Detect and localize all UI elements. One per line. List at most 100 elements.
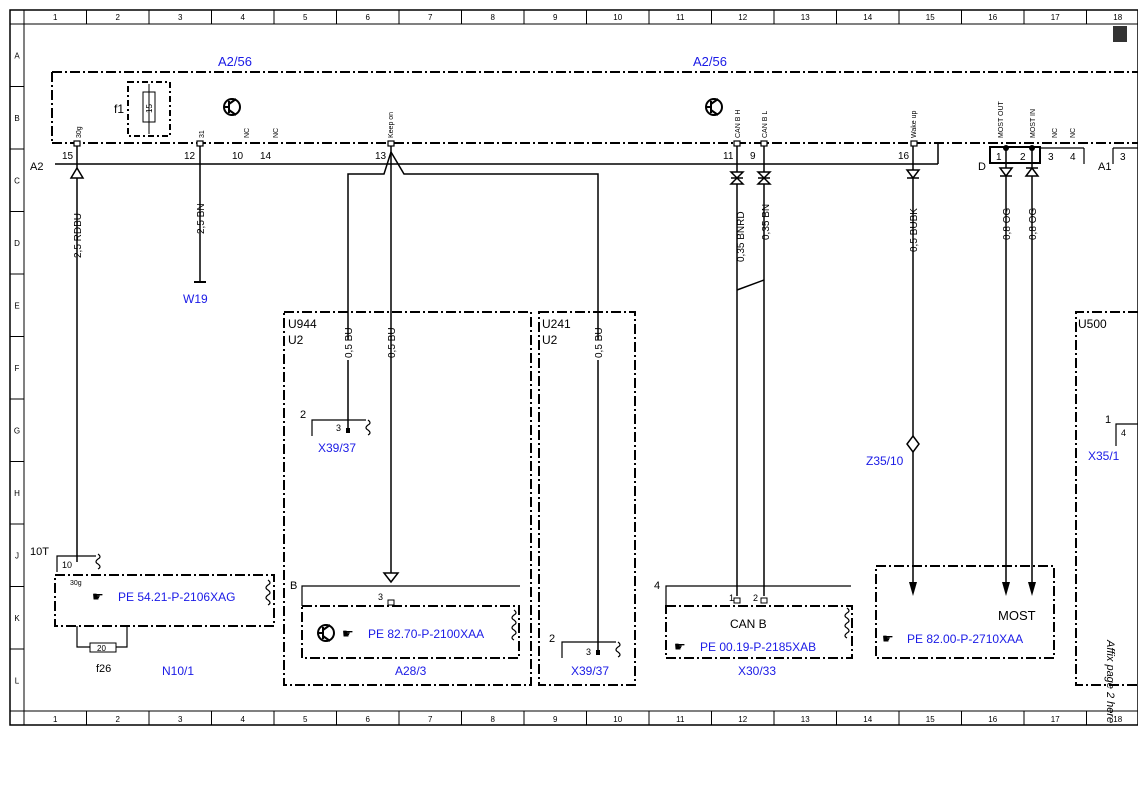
w19-label: W19 — [183, 292, 208, 306]
x30-33-box — [665, 605, 853, 659]
corner-mark — [1113, 26, 1127, 42]
ref-link[interactable]: PE 54.21-P-2106XAG — [118, 590, 235, 604]
grid-column-label: 12 — [738, 13, 747, 22]
pin-number: 3 — [586, 647, 591, 657]
x39-37-label: X39/37 — [571, 664, 609, 678]
fuse-f26-label: f26 — [96, 663, 111, 675]
most-label: MOST — [998, 608, 1036, 623]
grid-column-label: 12 — [738, 715, 747, 724]
pin-number: 2 — [1020, 152, 1026, 163]
ref-link[interactable]: PE 00.19-P-2185XAB — [700, 640, 816, 654]
pin-number: 1 — [996, 152, 1002, 163]
x35-1-label: X35/1 — [1088, 449, 1120, 463]
pin-label-30g: 30g — [70, 580, 82, 587]
wire-label: 0,35 BNRD — [736, 211, 747, 262]
grid-column-label: 7 — [428, 715, 433, 724]
u500-label: U500 — [1078, 317, 1107, 331]
wire-label: 0,5 BU — [344, 327, 355, 358]
grid-column-label: 3 — [178, 715, 183, 724]
grid-row-label: J — [15, 551, 19, 560]
pin-label-most-in: MOST IN — [1030, 109, 1037, 138]
fuse-f1-box — [127, 81, 171, 137]
connector-d-label: D — [978, 161, 986, 173]
grid-column-label: 16 — [988, 13, 997, 22]
ref-link[interactable]: PE 82.00-P-2710XAA — [907, 632, 1023, 646]
pin-label-nc: NC — [244, 128, 251, 138]
pin-number: 11 — [723, 151, 734, 162]
pin-number: 4 — [654, 580, 660, 592]
variant-u241-box — [538, 311, 636, 686]
pin-label-can-b-h: CAN B H — [735, 110, 742, 138]
hand-pointer-icon: ☛ — [674, 639, 686, 654]
pin-label-can-b-l: CAN B L — [762, 111, 769, 138]
module-label-left: A2/56 — [218, 54, 252, 69]
grid-column-label: 8 — [491, 715, 496, 724]
grid-column-label: 14 — [863, 13, 872, 22]
grid-column-label: 10 — [613, 13, 622, 22]
pin-number: 13 — [375, 151, 387, 162]
grid-column-label: 7 — [428, 13, 433, 22]
u2-label: U2 — [288, 333, 304, 347]
grid-column-label: 8 — [491, 13, 496, 22]
grid-row-label: H — [14, 489, 20, 498]
pin-number: 14 — [260, 151, 272, 162]
grid-column-label: 5 — [303, 13, 308, 22]
grid-column-label: 1 — [53, 715, 58, 724]
pin-number: 2 — [549, 633, 555, 645]
diagram-frame — [9, 9, 1138, 726]
conn-10t-label: 10T — [30, 546, 49, 558]
pin-number: 1 — [729, 593, 734, 603]
pin-number: 1 — [1105, 414, 1111, 426]
most-box — [875, 565, 1055, 659]
module-outline — [51, 71, 1138, 144]
grid-column-label: 14 — [863, 715, 872, 724]
x30-33-label: X30/33 — [738, 664, 776, 678]
pin-label-nc: NC — [1052, 128, 1059, 138]
fuse-f1-number: 15 — [145, 104, 154, 113]
affix-note: Affix page 2 here — [1104, 639, 1116, 723]
conn-b-label: B — [290, 580, 297, 592]
grid-column-label: 5 — [303, 715, 308, 724]
grid-column-label: 6 — [366, 13, 371, 22]
wire-label: 2,5 BN — [196, 203, 207, 234]
grid-column-label: 18 — [1113, 715, 1122, 724]
pin-number: 3 — [336, 423, 341, 433]
grid-column-label: 6 — [366, 715, 371, 724]
variant-u500-box — [1075, 311, 1138, 686]
pin-number: 12 — [184, 151, 196, 162]
connector-d-box — [989, 146, 1041, 164]
grid-column-label: 1 — [53, 13, 58, 22]
pin-number: 4 — [1121, 428, 1126, 438]
hand-pointer-icon: ☛ — [92, 589, 104, 604]
z35-splice — [906, 434, 920, 454]
pin-label-keep-on: Keep on — [388, 112, 395, 138]
grid-row-label: K — [14, 614, 20, 623]
a28-3-label: A28/3 — [395, 664, 427, 678]
pin-number: 3 — [1048, 152, 1054, 163]
ground-transistor-icon — [223, 98, 241, 116]
hand-pointer-icon: ☛ — [882, 631, 894, 646]
grid-column-label: 11 — [676, 715, 685, 724]
grid-row-label: F — [15, 364, 20, 373]
pin-number: 4 — [1070, 152, 1076, 163]
wire-label: 0,8 OG — [1028, 208, 1039, 240]
grid-column-label: 3 — [178, 13, 183, 22]
grid-column-label: 15 — [926, 13, 935, 22]
grid-column-label: 13 — [801, 715, 810, 724]
pin-label-31: 31 — [199, 130, 206, 138]
wire-label: 2,5 RDBU — [73, 213, 84, 258]
fuse-f1-label: f1 — [114, 102, 124, 116]
wire-label: 0,35 BN — [761, 204, 772, 240]
u944-label: U944 — [288, 317, 317, 331]
ref-link[interactable]: PE 82.70-P-2100XAA — [368, 627, 484, 641]
pin-number: 16 — [898, 151, 910, 162]
connector-a2-label: A2 — [30, 161, 43, 173]
wire-label: 0,8 OG — [1002, 208, 1013, 240]
ground-transistor-icon — [317, 624, 335, 642]
pin-label-30g: 30g — [76, 126, 83, 138]
pin-number: 2 — [753, 593, 758, 603]
grid-column-label: 2 — [116, 715, 121, 724]
grid-column-label: 18 — [1113, 13, 1122, 22]
pin-number: 3 — [378, 592, 383, 602]
z35-10-label: Z35/10 — [866, 454, 904, 468]
